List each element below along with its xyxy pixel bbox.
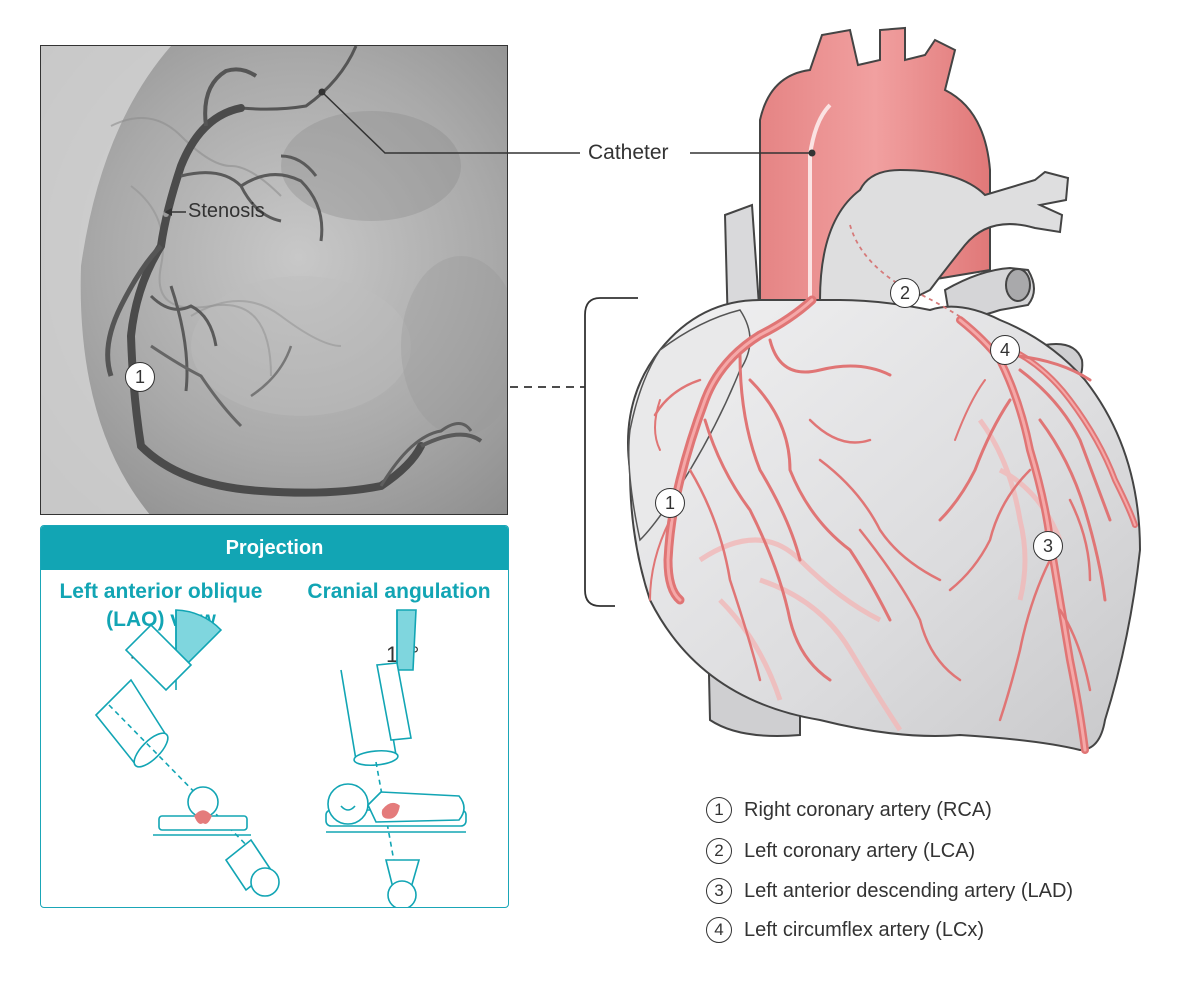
catheter-leader: [321, 91, 580, 154]
projection-panel: Projection Left anterior oblique (LAO) v…: [40, 525, 509, 908]
stenosis-label: Stenosis: [188, 200, 265, 222]
legend-item-lca: 2 Left coronary artery (LCA): [706, 836, 975, 866]
legend-label: Left circumflex artery (LCx): [744, 918, 985, 941]
rca-vessel: [649, 295, 962, 682]
legend-item-rca: 1 Right coronary artery (RCA): [706, 795, 992, 825]
cranial-angulation-title: Cranial angulation: [307, 580, 491, 603]
legend-number: 2: [706, 838, 732, 864]
angiogram-graphic: [41, 46, 507, 514]
heart-marker-lcx: 4: [990, 335, 1020, 365]
angiogram-image: [40, 45, 508, 515]
lao-view-title-line1: Left anterior oblique: [59, 580, 263, 603]
legend-item-lad: 3 Left anterior descending artery (LAD): [706, 876, 1073, 906]
legend-number: 1: [706, 797, 732, 823]
projection-title: Projection: [41, 526, 508, 570]
cranial-angle-wedge: [396, 609, 417, 671]
legend-number: 3: [706, 878, 732, 904]
catheter-label: Catheter: [588, 141, 669, 164]
heart-marker-lad: 3: [1033, 531, 1063, 561]
lad-lcx-vessels: [938, 316, 1138, 754]
legend-number: 4: [706, 917, 732, 943]
bracket: [584, 297, 638, 607]
angiogram-marker-rca: 1: [125, 362, 155, 392]
legend-item-lcx: 4 Left circumflex artery (LCx): [706, 915, 984, 945]
legend-label: Left coronary artery (LCA): [744, 839, 976, 862]
heart-marker-lca: 2: [890, 278, 920, 308]
heart-marker-rca: 1: [655, 488, 685, 518]
legend-label: Left anterior descending artery (LAD): [744, 879, 1074, 902]
legend-label: Right coronary artery (RCA): [744, 798, 992, 821]
projection-diagrams: [94, 609, 467, 907]
